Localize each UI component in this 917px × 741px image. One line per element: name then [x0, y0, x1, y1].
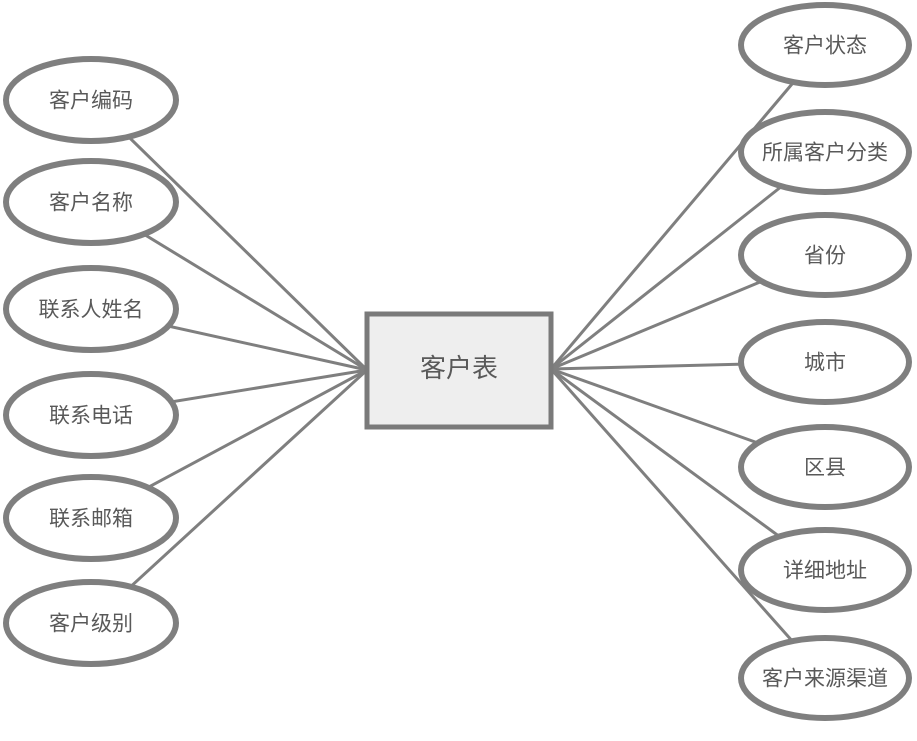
entity-label: 客户表 — [420, 354, 498, 384]
attribute-node-left-1[interactable]: 客户名称 — [3, 158, 179, 246]
attribute-label: 客户状态 — [783, 33, 867, 57]
attribute-ellipse — [738, 2, 912, 88]
connector-line — [89, 368, 369, 625]
attribute-label: 客户来源渠道 — [762, 666, 888, 690]
attribute-ellipse — [738, 527, 912, 613]
attribute-node-right-0[interactable]: 客户状态 — [738, 2, 912, 88]
attribute-node-right-5[interactable]: 详细地址 — [738, 527, 912, 613]
attribute-node-left-4[interactable]: 联系邮箱 — [3, 474, 179, 562]
attribute-ellipse — [738, 319, 912, 405]
attribute-label: 联系电话 — [49, 403, 133, 427]
attribute-ellipse — [3, 265, 179, 353]
attribute-ellipse — [738, 635, 912, 721]
attribute-ellipse — [738, 424, 912, 510]
attribute-label: 城市 — [804, 350, 846, 374]
attribute-ellipse — [3, 579, 179, 667]
attribute-label: 客户级别 — [49, 611, 133, 635]
attribute-label: 联系邮箱 — [49, 506, 133, 530]
attribute-ellipse — [3, 474, 179, 562]
attribute-node-right-6[interactable]: 客户来源渠道 — [738, 635, 912, 721]
connector-line — [549, 368, 827, 679]
attribute-ellipse — [3, 56, 179, 144]
attribute-ellipse — [3, 371, 179, 459]
attribute-label: 详细地址 — [783, 558, 867, 582]
attribute-ellipse — [738, 212, 912, 298]
attribute-ellipse — [3, 158, 179, 246]
connector-line — [89, 98, 369, 372]
attribute-label: 省份 — [804, 243, 846, 267]
attribute-node-right-3[interactable]: 城市 — [738, 319, 912, 405]
attribute-label: 联系人姓名 — [39, 297, 144, 321]
attribute-node-left-2[interactable]: 联系人姓名 — [3, 265, 179, 353]
attribute-node-right-1[interactable]: 所属客户分类 — [738, 109, 912, 195]
attribute-node-right-4[interactable]: 区县 — [738, 424, 912, 510]
entity-node-customer-table[interactable]: 客户表 — [364, 311, 554, 430]
connector-line — [549, 44, 827, 370]
attribute-node-left-3[interactable]: 联系电话 — [3, 371, 179, 459]
attribute-ellipse — [738, 109, 912, 195]
attribute-node-right-2[interactable]: 省份 — [738, 212, 912, 298]
attribute-label: 客户名称 — [49, 190, 133, 214]
attribute-node-left-5[interactable]: 客户级别 — [3, 579, 179, 667]
entity-rect — [364, 311, 554, 430]
attribute-label: 客户编码 — [49, 88, 133, 112]
attribute-label: 所属客户分类 — [762, 140, 888, 164]
attribute-node-left-0[interactable]: 客户编码 — [3, 56, 179, 144]
attribute-label: 区县 — [804, 455, 846, 479]
